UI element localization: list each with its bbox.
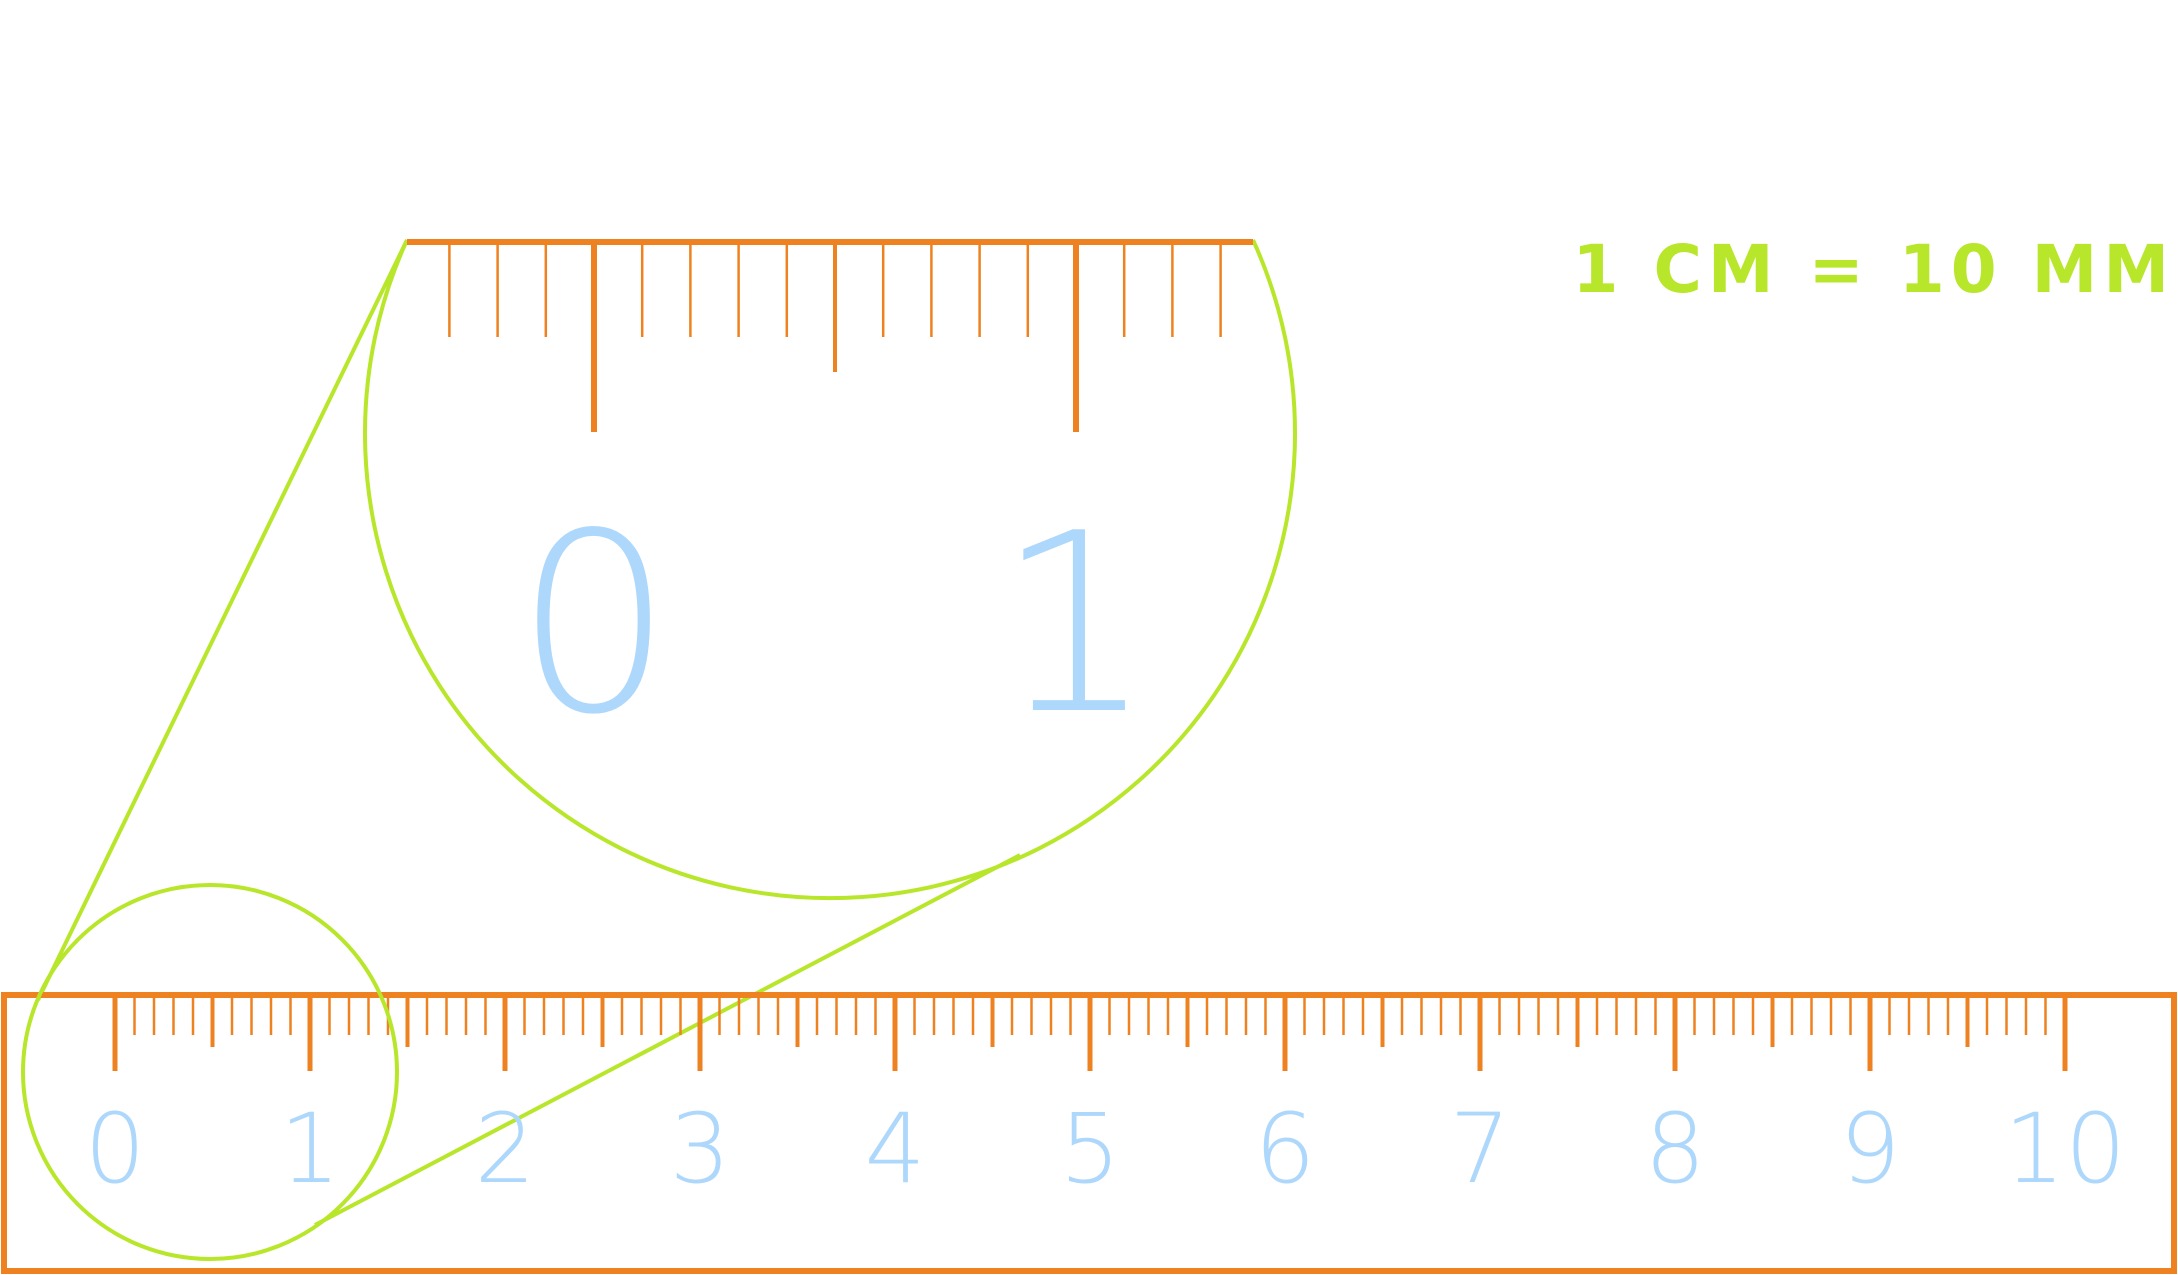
ruler-ticks: [112, 995, 2068, 1071]
zoom-ticks: [448, 242, 1222, 432]
magnifier-connector-right: [314, 853, 1021, 1227]
ruler-label-7: 7: [1449, 1093, 1510, 1205]
ruler-label-8: 8: [1644, 1093, 1705, 1205]
ruler-label-6: 6: [1254, 1093, 1315, 1205]
caption-text: 1 CM = 10 MM: [1573, 231, 2175, 308]
ruler-label-5: 5: [1059, 1093, 1120, 1205]
magnifier-connector-left: [36, 239, 409, 1001]
magnifier-circle: [21, 883, 399, 1261]
zoom-label-0: 0: [515, 481, 673, 769]
zoom-lens: [363, 239, 1297, 901]
ruler-label-4: 4: [864, 1093, 925, 1205]
ruler-label-0: 0: [84, 1093, 145, 1205]
ruler-label-10: 10: [2004, 1093, 2126, 1205]
ruler-label-3: 3: [669, 1093, 730, 1205]
ruler-labels: 0 1 2 3 4 5 6 7 8 9 10: [84, 1093, 2126, 1205]
ruler-label-9: 9: [1839, 1093, 1900, 1205]
ruler-label-1: 1: [279, 1093, 340, 1205]
ruler-label-2: 2: [474, 1093, 535, 1205]
zoom-label-1: 1: [996, 481, 1154, 769]
